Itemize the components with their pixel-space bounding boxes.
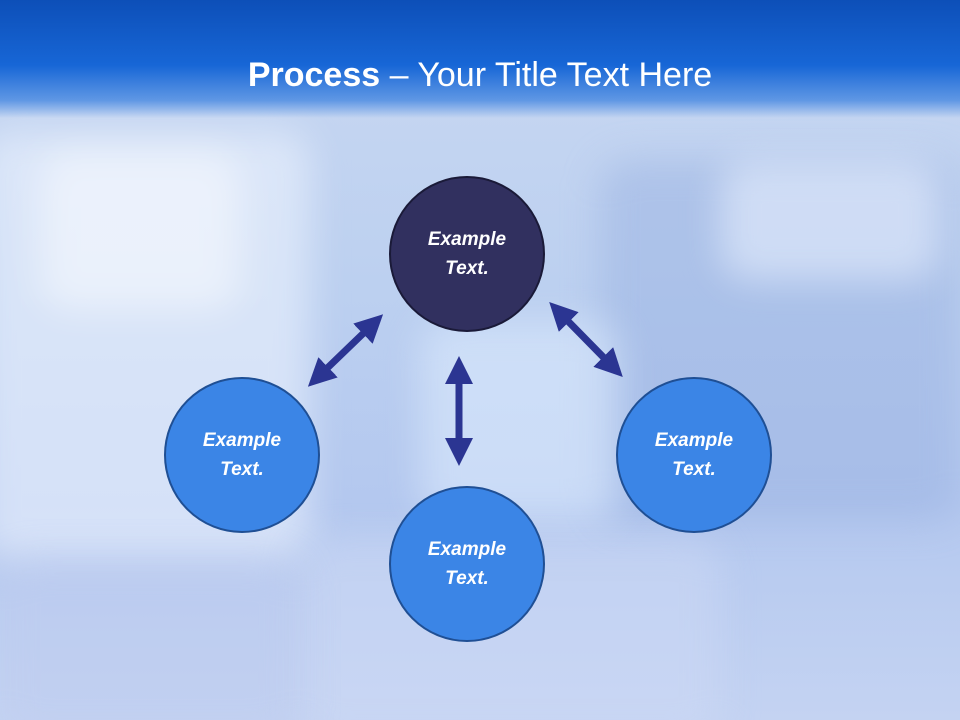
node-bottom: Example Text. <box>389 486 545 642</box>
title-rest: – Your Title Text Here <box>380 56 713 94</box>
node-left: Example Text. <box>164 377 320 533</box>
header-bar <box>0 0 960 118</box>
node-right-label: Example Text. <box>654 430 734 480</box>
arrow-top-left <box>307 314 384 387</box>
title-bold: Process <box>247 56 381 94</box>
node-left-label: Example Text. <box>202 430 282 480</box>
node-top-label: Example Text. <box>427 229 507 279</box>
node-bottom-label: Example Text. <box>427 539 507 589</box>
arrow-top-right <box>549 302 623 377</box>
node-right: Example Text. <box>616 377 772 533</box>
slide-title: Process – Your Title Text Here <box>0 50 960 100</box>
node-top: Example Text. <box>389 176 545 332</box>
